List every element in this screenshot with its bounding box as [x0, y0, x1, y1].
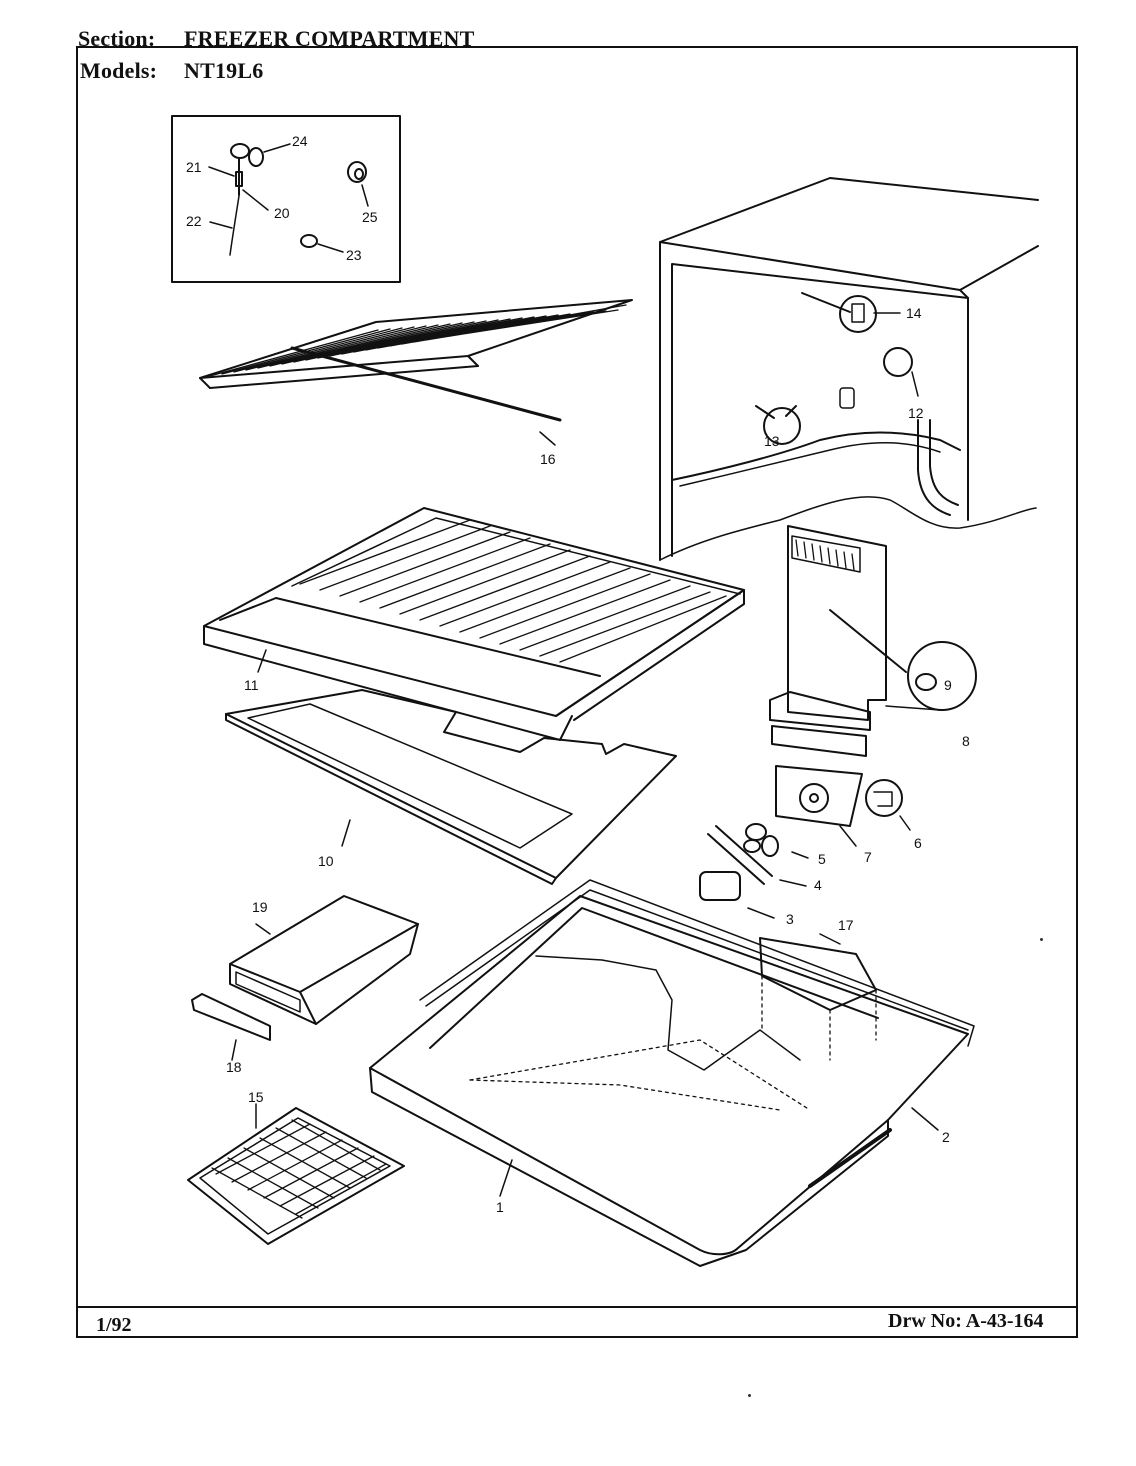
wire-shelf	[199, 299, 633, 446]
callout-1: 1	[496, 1199, 504, 1215]
callout-17: 17	[838, 917, 854, 933]
footer-divider	[76, 1306, 1078, 1308]
scan-speck	[748, 1394, 751, 1397]
callout-9: 9	[944, 677, 952, 693]
air-duct	[769, 525, 977, 757]
drawing-number: Drw No: A-43-164	[888, 1310, 1044, 1332]
callout-15: 15	[248, 1089, 264, 1105]
callout-13: 13	[764, 433, 780, 449]
callout-22: 22	[186, 213, 202, 229]
callout-21: 21	[186, 159, 202, 175]
models-value: NT19L6	[184, 58, 264, 83]
callout-12: 12	[908, 405, 924, 421]
callout-2: 2	[942, 1129, 950, 1145]
callout-23: 23	[346, 247, 362, 263]
hardware-inset	[171, 115, 401, 283]
callout-19: 19	[252, 899, 268, 915]
callout-7: 7	[864, 849, 872, 865]
freezer-liner	[369, 879, 975, 1267]
fan-motor-assembly	[699, 765, 911, 919]
callout-20: 20	[274, 205, 290, 221]
callout-24: 24	[292, 133, 308, 149]
callout-10: 10	[318, 853, 334, 869]
ice-bin	[191, 895, 419, 1061]
callout-6: 6	[914, 835, 922, 851]
callout-4: 4	[814, 877, 822, 893]
models-label: Models:	[80, 58, 158, 83]
callout-14: 14	[906, 305, 922, 321]
callout-11: 11	[244, 677, 259, 693]
freezer-shelf	[203, 507, 745, 741]
freezer-cabinet	[659, 177, 1039, 561]
ice-tray	[187, 1103, 405, 1245]
callout-8: 8	[962, 733, 970, 749]
revision-date: 1/92	[96, 1314, 132, 1336]
scan-speck	[1040, 938, 1043, 941]
callout-18: 18	[226, 1059, 242, 1075]
callout-25: 25	[362, 209, 378, 225]
callout-16: 16	[540, 451, 556, 467]
callout-5: 5	[818, 851, 826, 867]
diagram-frame	[76, 46, 1078, 1338]
divider-panel	[225, 689, 677, 885]
callout-3: 3	[786, 911, 794, 927]
